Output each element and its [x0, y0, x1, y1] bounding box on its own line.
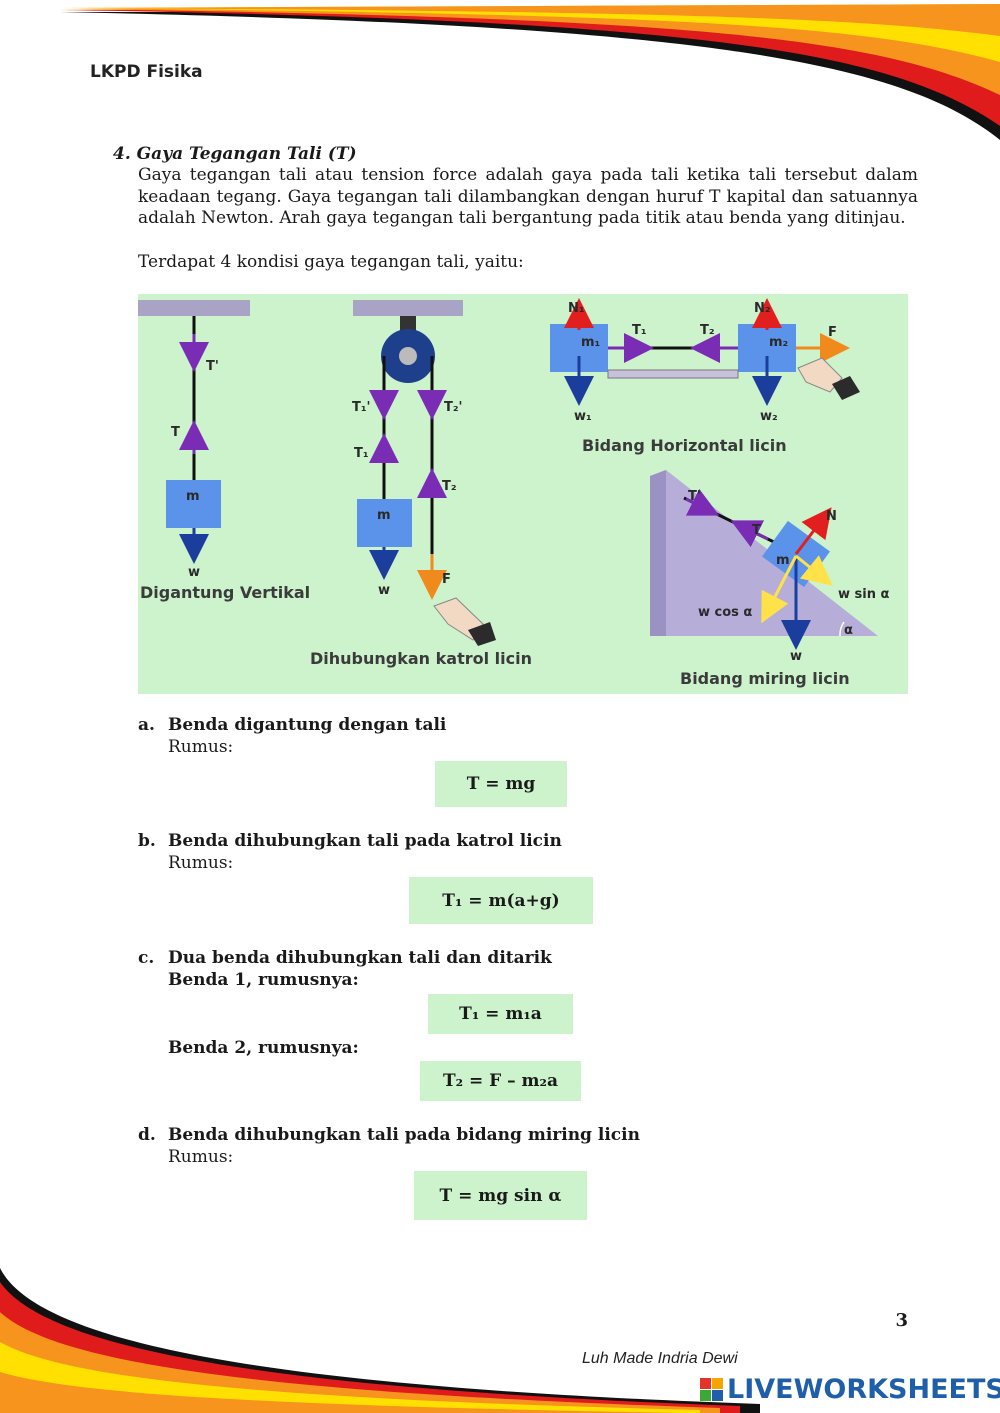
panel-pulley: T₁' T₂' T₁ T₂ m w F Dihubungkan katrol l… — [310, 300, 532, 668]
footer-swoosh — [0, 1268, 760, 1413]
label-m2: m₂ — [769, 335, 788, 350]
case-b-letter: b. — [138, 831, 156, 851]
panel-horizontal: T₁ T₂ N₁ N₂ m₁ m₂ w₁ w₂ F Bidang Horizon… — [550, 298, 860, 455]
label-t2: T₂ — [700, 323, 715, 338]
header-label: LKPD Fisika — [90, 62, 203, 82]
label-w2: w₂ — [760, 409, 778, 424]
header-swoosh — [60, 4, 1000, 140]
formula-box-d: T = mg sin α — [414, 1171, 587, 1220]
label-n1: N₁ — [568, 301, 585, 316]
label-alpha: α — [844, 623, 853, 638]
label-t1-prime: T₁' — [352, 400, 371, 415]
label-t1: T₁ — [354, 446, 369, 461]
case-d-rumus: Rumus: — [168, 1147, 234, 1167]
liveworksheets-logo-icon — [700, 1378, 723, 1401]
case-c-heading: Dua benda dihubungkan tali dan ditarik — [168, 948, 552, 968]
formula-box-a: T = mg — [435, 761, 567, 807]
label-f: F — [442, 572, 451, 587]
case-b-heading: Benda dihubungkan tali pada katrol licin — [168, 831, 562, 851]
label-w-sin: w sin α — [838, 587, 890, 602]
label-t-prime: T' — [688, 489, 701, 504]
incline-wedge — [650, 470, 878, 636]
label-w1: w₁ — [574, 409, 592, 424]
label-f: F — [828, 325, 837, 340]
label-m: m — [186, 489, 200, 504]
formula-box-c1: T₁ = m₁a — [428, 994, 573, 1034]
label-w-cos: w cos α — [698, 605, 752, 620]
label-t2: T₂ — [442, 479, 457, 494]
label-t: T — [171, 425, 180, 440]
case-d-letter: d. — [138, 1125, 156, 1145]
case-c-sub2: Benda 2, rumusnya: — [168, 1038, 359, 1058]
case-d-title: d. Benda dihubungkan tali pada bidang mir… — [138, 1125, 640, 1145]
label-t-prime: T' — [206, 359, 219, 374]
case-b-rumus: Rumus: — [168, 853, 234, 873]
ceiling-bar — [353, 300, 463, 316]
label-t1: T₁ — [632, 323, 647, 338]
section-title: 4. Gaya Tegangan Tali (T) — [113, 144, 357, 164]
label-w: w — [790, 649, 802, 664]
liveworksheets-watermark: LIVEWORKSHEETS — [700, 1374, 1000, 1405]
case-c-title: c. Dua benda dihubungkan tali dan ditarik — [138, 948, 552, 968]
case-a-rumus: Rumus: — [168, 737, 234, 757]
mass-block — [357, 499, 412, 547]
label-m: m — [377, 508, 391, 523]
tension-figure: T' T m w Digantung Vertikal T₁' T₂' T₁ — [138, 294, 908, 694]
case-c-letter: c. — [138, 948, 155, 968]
case-a-letter: a. — [138, 715, 155, 735]
label-horizontal: Bidang Horizontal licin — [582, 436, 787, 455]
section-intro: Terdapat 4 kondisi gaya tegangan tali, y… — [138, 252, 524, 272]
case-d-heading: Benda dihubungkan tali pada bidang mirin… — [168, 1125, 640, 1145]
formula-box-c2: T₂ = F – m₂a — [420, 1061, 581, 1101]
section-paragraph: Gaya tegangan tali atau tension force ad… — [138, 165, 918, 228]
label-n2: N₂ — [754, 301, 771, 316]
case-b-title: b. Benda dihubungkan tali pada katrol lic… — [138, 831, 562, 851]
mass-block — [166, 480, 221, 528]
case-a-title: a. Benda digantung dengan tali — [138, 715, 446, 735]
label-w: w — [188, 565, 200, 580]
label-t: T — [752, 523, 761, 538]
label-pulley: Dihubungkan katrol licin — [310, 649, 532, 668]
author-name: Luh Made Indria Dewi — [582, 1350, 738, 1367]
panel-vertical: T' T m w Digantung Vertikal — [138, 300, 310, 602]
label-n: N — [826, 509, 837, 524]
label-m: m — [776, 553, 790, 568]
watermark-text: LIVEWORKSHEETS — [727, 1374, 1000, 1405]
case-c-sub1: Benda 1, rumusnya: — [168, 970, 359, 990]
label-incline: Bidang miring licin — [680, 669, 850, 688]
panel-incline: T' T m N w w sin α w cos α α Bidang miri… — [650, 470, 890, 688]
formula-box-b: T₁ = m(a+g) — [409, 877, 593, 924]
tension-diagram: T' T m w Digantung Vertikal T₁' T₂' T₁ — [138, 298, 890, 688]
ceiling-bar — [138, 300, 250, 316]
label-m1: m₁ — [581, 335, 600, 350]
case-a-heading: Benda digantung dengan tali — [168, 715, 447, 735]
label-w: w — [378, 583, 390, 598]
page-number: 3 — [895, 1310, 908, 1331]
label-vertical: Digantung Vertikal — [140, 583, 310, 602]
label-t2-prime: T₂' — [444, 400, 463, 415]
